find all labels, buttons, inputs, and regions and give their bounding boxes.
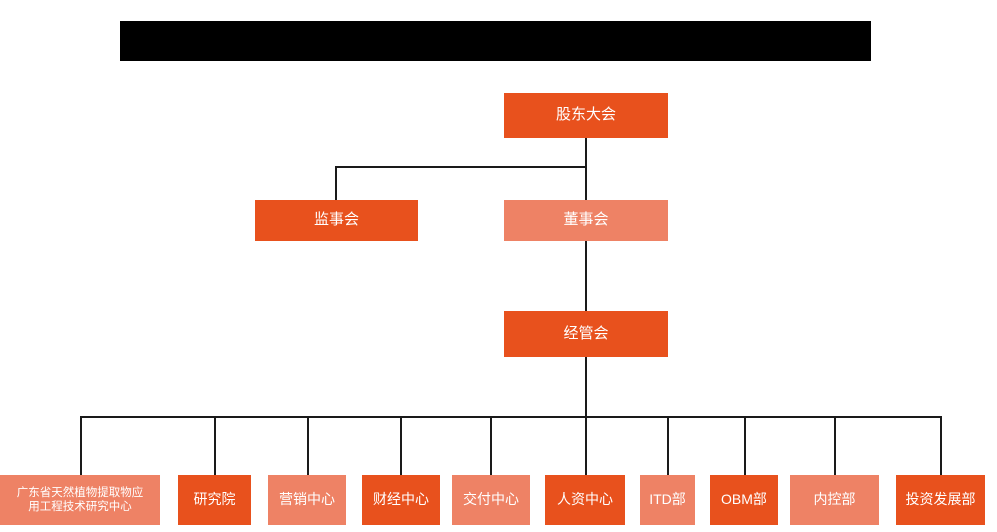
connector-drop-d6 [585,416,587,475]
connector-shareholders-down [585,138,587,166]
connector-drop-d1 [80,416,82,475]
connector-departments-bus [81,416,941,418]
node-dept-research-institute[interactable]: 研究院 [178,475,251,525]
node-management-committee[interactable]: 经管会 [504,311,668,357]
node-dept-hr-center[interactable]: 人资中心 [545,475,625,525]
connector-management-down [585,357,587,416]
connector-board-to-management [585,241,587,311]
connector-drop-d8 [744,416,746,475]
node-dept-marketing-center[interactable]: 营销中心 [268,475,346,525]
node-supervisory-board[interactable]: 监事会 [255,200,418,241]
node-dept-guangdong-research-center[interactable]: 广东省天然植物提取物应 用工程技术研究中心 [0,475,160,525]
node-dept-obm[interactable]: OBM部 [710,475,778,525]
node-dept-investment-development[interactable]: 投资发展部 [896,475,985,525]
node-shareholders-meeting[interactable]: 股东大会 [504,93,668,138]
redacted-title-bar [120,21,871,61]
connector-supervisory-down [335,166,337,200]
connector-drop-d2 [214,416,216,475]
connector-drop-d9 [834,416,836,475]
connector-drop-d5 [490,416,492,475]
connector-tier2-horizontal [336,166,587,168]
node-dept-delivery-center[interactable]: 交付中心 [452,475,530,525]
connector-drop-d10 [940,416,942,475]
connector-drop-d7 [667,416,669,475]
connector-board-down [585,166,587,200]
connector-drop-d3 [307,416,309,475]
node-dept-itd[interactable]: ITD部 [640,475,695,525]
node-dept-internal-control[interactable]: 内控部 [790,475,879,525]
connector-drop-d4 [400,416,402,475]
node-dept-finance-center[interactable]: 财经中心 [362,475,440,525]
node-board-of-directors[interactable]: 董事会 [504,200,668,241]
